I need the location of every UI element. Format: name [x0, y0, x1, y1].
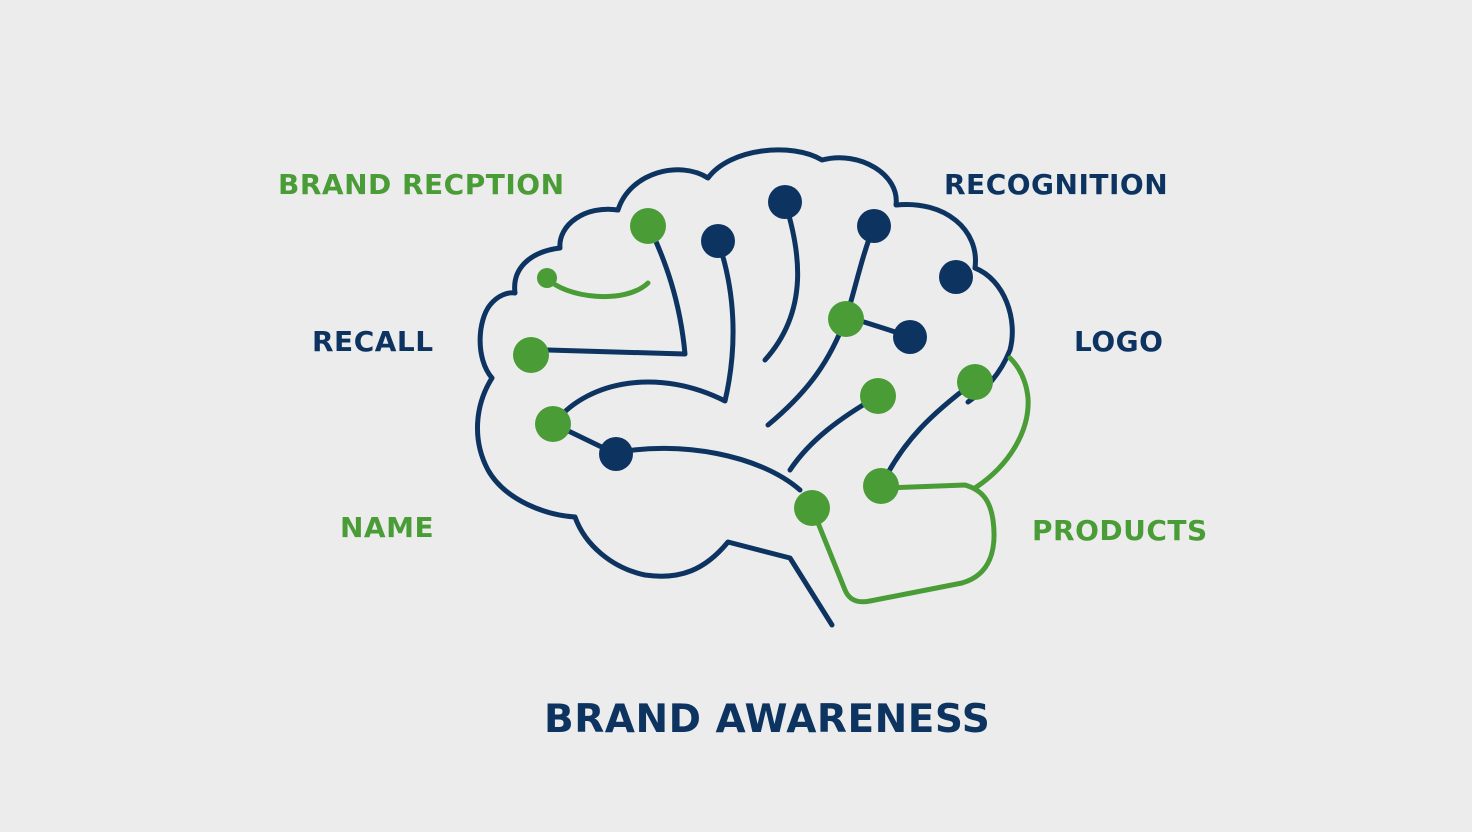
label-name: NAME — [340, 511, 435, 544]
trace-green-2 — [809, 482, 997, 605]
trace-green-3 — [972, 355, 1031, 491]
node-green — [630, 208, 666, 244]
label-logo: LOGO — [1074, 325, 1164, 358]
trace-navy-3 — [762, 199, 801, 363]
brain-outline — [474, 147, 1015, 520]
node-green — [794, 490, 830, 526]
node-navy — [768, 185, 802, 219]
label-recall: RECALL — [312, 325, 434, 358]
trace-navy-6 — [553, 422, 803, 493]
trace-navy-2 — [553, 238, 736, 424]
label-products: PRODUCTS — [1032, 514, 1208, 547]
node-green — [860, 378, 896, 414]
node-green — [863, 468, 899, 504]
trace-green-1 — [544, 275, 651, 300]
node-navy — [701, 224, 735, 258]
label-recognition: RECOGNITION — [944, 168, 1169, 201]
node-green — [513, 337, 549, 373]
diagram-title: BRAND AWARENESS — [544, 697, 991, 742]
brain-bottom-outline — [572, 514, 835, 628]
node-navy — [599, 437, 633, 471]
node-green — [828, 301, 864, 337]
label-brand-reception: BRAND RECPTION — [278, 168, 565, 201]
node-green — [957, 364, 993, 400]
node-navy — [939, 260, 973, 294]
trace-navy-8 — [881, 379, 977, 483]
node-navy — [857, 209, 891, 243]
node-green — [537, 268, 557, 288]
node-green — [535, 406, 571, 442]
node-navy — [893, 320, 927, 354]
